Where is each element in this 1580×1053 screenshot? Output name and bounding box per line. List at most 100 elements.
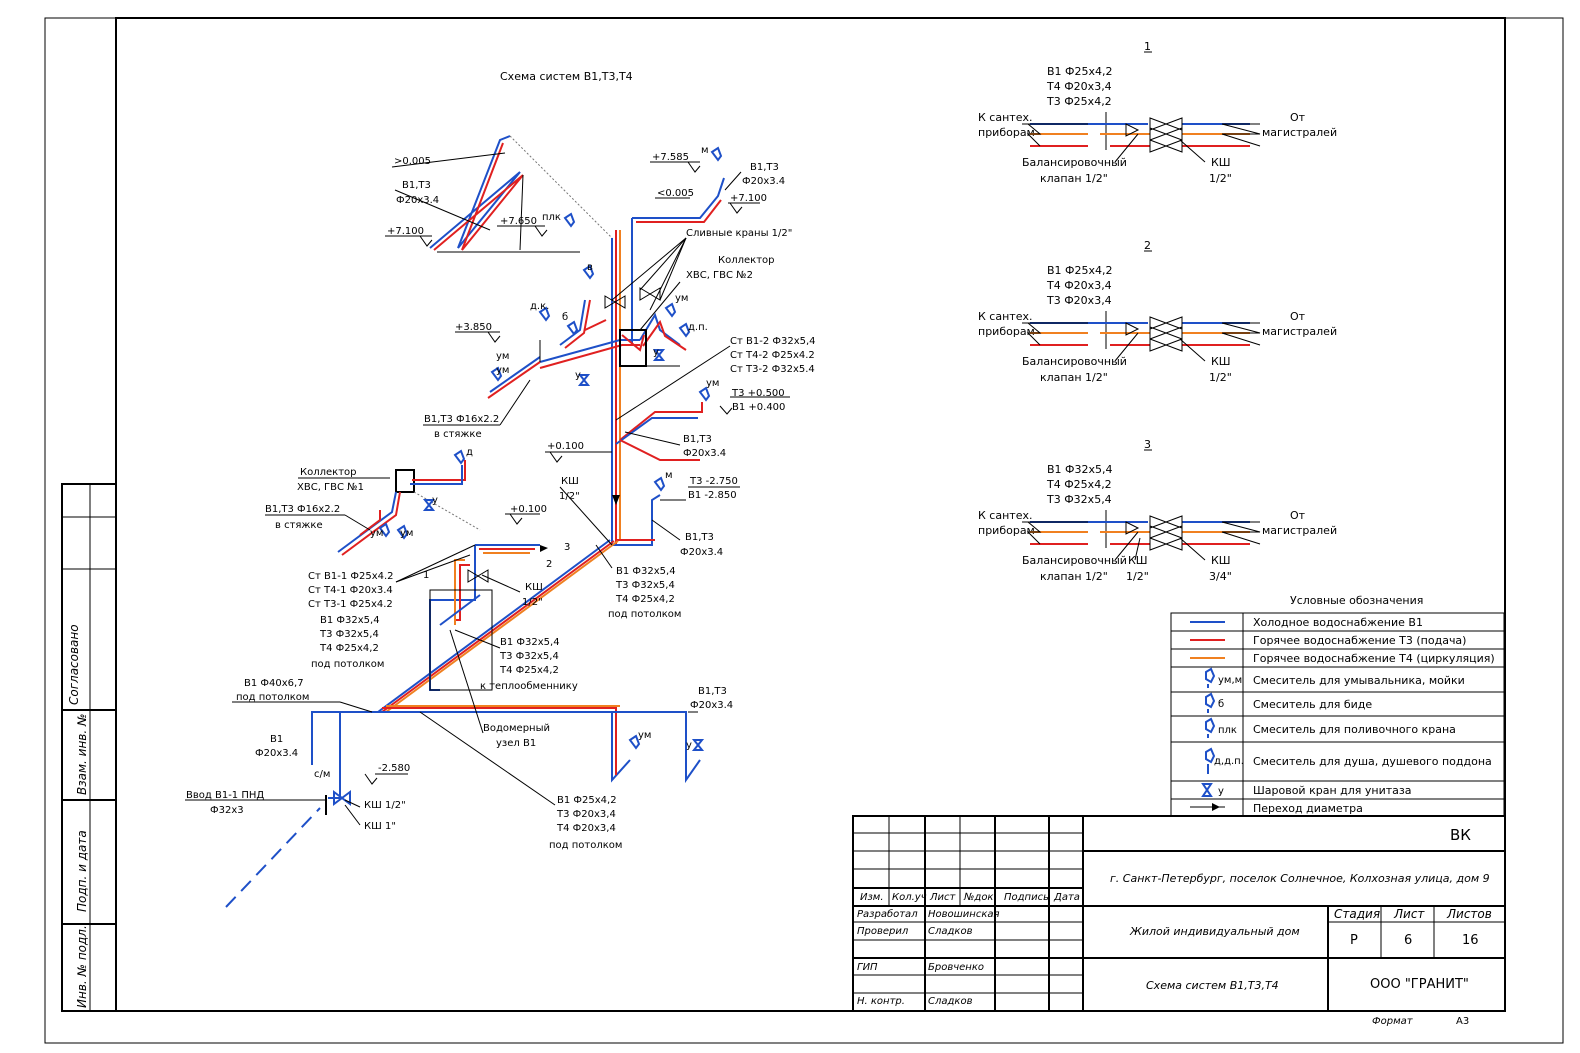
fixture-m2-icon [653,476,666,492]
detail-spec-2: Т3 Ф25х4,2 [1046,95,1112,108]
lbl-b1-406: В1 Ф40х6,7 [244,678,304,689]
lbl-t3-325b: Т3 Ф32х5,4 [319,629,379,640]
toilet-valve-legend-icon [1201,783,1213,797]
scheme-title: Схема систем В1,Т3,Т4 [500,70,633,83]
lbl-dk: д.к. [530,301,549,312]
legend: Условные обозначения ум,м б плк д,д.п. у… [1170,594,1505,817]
shower-faucet-icon [1205,747,1216,774]
detail-left-a: К сантех. [978,310,1032,323]
detail-right-a: От [1290,509,1306,522]
fixture-um3-icon [698,386,711,402]
legend-item-4: Смеситель для биде [1253,698,1372,711]
lbl-input-a: Ввод В1-1 ПНД [186,790,264,801]
lbl-0100b: +0.100 [510,504,547,515]
lbl-d20-top-l: Ф20х3.4 [396,195,439,206]
lbl-7100-r: +7.100 [730,193,767,204]
stamp-replace-inv: Взам. инв. № [75,714,89,795]
lbl-d-fix: д [466,447,473,458]
lbl-in-screed: в стяжке [434,429,482,440]
detail-left-a: К сантех. [978,111,1032,124]
side-stamp: Согласовано Взам. инв. № Подп. и дата Ин… [61,483,117,1012]
garden-faucet-icon [1205,717,1216,738]
detail-ksh-a: КШ [1211,554,1231,567]
sheet-title: Схема систем В1,Т3,Т4 [1146,979,1279,992]
lbl-st-t41: Ст Т4-1 Ф20х3.4 [308,585,393,596]
lbl-0100: +0.100 [547,441,584,452]
lbl-st-b12: Ст В1-2 Ф32х5,4 [730,336,816,347]
detail-number: 2 [1144,239,1151,252]
lbl-to-hx: к теплообменнику [480,681,578,692]
detail-valve-a: Балансировочный [1022,355,1127,368]
lbl-st-t42: Ст Т4-2 Ф25х4.2 [730,350,815,361]
hdr-docnum: №док. [963,892,997,903]
detail-extra-a: КШ [1128,554,1148,567]
lbl-0005-l: >0.005 [394,156,431,167]
lbl-mark-2: 2 [546,559,552,570]
lbl-half-mid: 1/2" [559,491,580,502]
lbl-dp: д.п. [688,322,708,333]
lbl-ksh-12: КШ 1/2" [364,800,406,811]
stage-label: Стадия [1334,907,1380,921]
lbl-st-b11: Ст В1-1 Ф25х4.2 [308,571,394,582]
detail-valve-a: Балансировочный [1022,554,1127,567]
fixture-um2-icon [490,366,503,382]
lbl-3850: +3.850 [455,322,492,333]
lbl-b1-254: В1 Ф25х4,2 [557,795,617,806]
detail-right-b: магистралей [1262,126,1337,139]
detail-number: 1 [1144,40,1151,53]
detail-ksh-a: КШ [1211,355,1231,368]
name-developer: Новошинская [928,909,1000,920]
lbl-um-e: ум [370,528,383,539]
lbl-plk: плк [542,212,561,223]
lbl-input-b: Ф32х3 [210,805,244,816]
detail-valve-b: клапан 1/2" [1040,172,1108,185]
lbl-v1t3-r2: В1,Т3 [685,532,714,543]
legend-sym-5: плк [1218,725,1237,736]
lbl-2580: -2.580 [378,763,410,774]
detail-valve-b: клапан 1/2" [1040,570,1108,583]
detail-left-a: К сантех. [978,509,1032,522]
lbl-coll1-a: Коллектор [300,467,356,478]
lbl-d20-left: Ф20х3.4 [255,748,298,759]
sheets-value: 16 [1462,933,1479,948]
detail-spec-1: Т4 Ф25х4,2 [1046,478,1112,491]
lbl-meter-b: узел В1 [496,738,536,749]
fixture-v-icon [582,264,595,280]
lbl-7650: +7.650 [500,216,537,227]
lbl-um-g: ум [638,730,651,741]
hdr-count: Кол.уч [892,892,927,903]
hdr-sheet: Лист [929,892,957,903]
fixtures [333,146,723,806]
detail-left-b: приборам [978,524,1035,537]
detail-spec-0: В1 Ф25х4,2 [1047,264,1113,277]
legend-item-3: Смеситель для умывальника, мойки [1253,674,1465,687]
fixture-plk-icon [563,212,576,228]
lbl-t3-325: Т3 Ф32х5,4 [615,580,675,591]
detail-right-a: От [1290,310,1306,323]
sheets-label: Листов [1446,907,1492,921]
detail-valve-a: Балансировочный [1022,156,1127,169]
legend-item-7: Шаровой кран для унитаза [1253,784,1411,797]
lbl-d20-mid: Ф20х3.4 [683,448,726,459]
hdr-date: Дата [1053,892,1080,903]
detail-ksh-b: 1/2" [1209,172,1232,185]
legend-title: Условные обозначения [1290,594,1423,607]
lbl-d20-r2: Ф20х3.4 [680,547,723,558]
detail-extra-b: 1/2" [1126,570,1149,583]
lbl-v1t3-screed: В1,Т3 Ф16х2.2 [424,414,499,425]
fixture-um5-icon [396,524,409,540]
detail-spec-2: Т3 Ф20х3,4 [1046,294,1112,307]
legend-item-1: Горячее водоснабжение Т3 (подача) [1253,634,1466,647]
lbl-b1-325c: В1 Ф32х5,4 [500,637,560,648]
detail-spec-1: Т4 Ф20х3,4 [1046,279,1112,292]
lbl-st-t31: Ст Т3-1 Ф25х4.2 [308,599,393,610]
lbl-t3-203: Т3 Ф20х3,4 [556,809,616,820]
lbl-d20-low-r: Ф20х3.4 [690,700,733,711]
lbl-mark-3: 3 [564,542,570,553]
fixture-um6-icon [628,734,641,750]
lbl-ksh-1: КШ 1" [364,821,396,832]
legend-sym-6: д,д.п. [1214,756,1244,767]
toilet-valve4-icon [691,739,705,751]
legend-item-6: Смеситель для душа, душевого поддона [1253,755,1492,768]
address: г. Санкт-Петербург, поселок Солнечное, К… [1110,872,1490,885]
